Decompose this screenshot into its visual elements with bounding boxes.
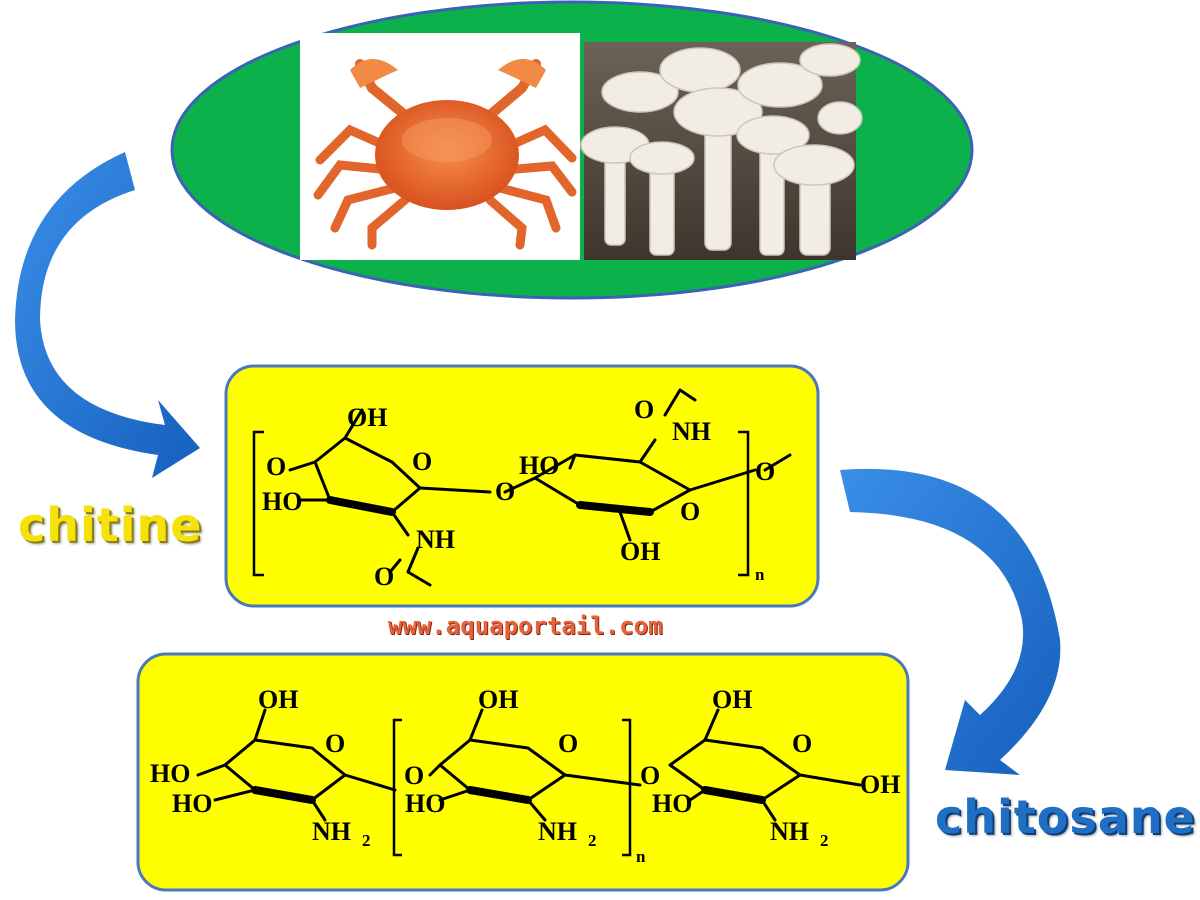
- svg-text:O: O: [495, 477, 515, 506]
- svg-text:O: O: [680, 497, 700, 526]
- crab-photo: [300, 33, 580, 260]
- svg-text:OH: OH: [712, 685, 752, 714]
- svg-text:O: O: [374, 562, 394, 591]
- svg-text:HO: HO: [172, 789, 212, 818]
- arrow-to-chitosan: [840, 468, 1061, 775]
- chitosan-structure: OH O HO HO NH 2 O OH O HO NH 2 n O OH O …: [150, 685, 900, 866]
- chitin-structure: OH O HO O NH O O HO O NH O OH O n: [252, 388, 792, 591]
- chitosane-label: chitosane: [935, 790, 1196, 844]
- chitine-label: chitine: [18, 498, 203, 552]
- source-url: www.aquaportail.com: [388, 612, 663, 640]
- svg-text:OH: OH: [860, 770, 900, 799]
- svg-text:HO: HO: [150, 759, 190, 788]
- svg-text:OH: OH: [347, 403, 387, 432]
- svg-text:HO: HO: [262, 487, 302, 516]
- svg-text:n: n: [755, 565, 765, 584]
- svg-text:2: 2: [588, 831, 597, 850]
- svg-text:O: O: [755, 457, 775, 486]
- svg-text:O: O: [404, 761, 424, 790]
- svg-text:HO: HO: [652, 789, 692, 818]
- svg-text:O: O: [792, 729, 812, 758]
- arrow-to-chitin: [15, 152, 200, 478]
- svg-text:NH: NH: [538, 817, 577, 846]
- svg-text:2: 2: [362, 831, 371, 850]
- svg-text:NH: NH: [672, 417, 711, 446]
- svg-text:NH: NH: [770, 817, 809, 846]
- svg-text:HO: HO: [519, 451, 559, 480]
- svg-text:O: O: [634, 395, 654, 424]
- chitin-box: [224, 364, 820, 608]
- svg-text:OH: OH: [620, 537, 660, 566]
- svg-text:2: 2: [820, 831, 829, 850]
- svg-text:OH: OH: [258, 685, 298, 714]
- chitosan-box: [136, 652, 910, 892]
- svg-text:O: O: [325, 729, 345, 758]
- svg-text:O: O: [266, 452, 286, 481]
- svg-text:NH: NH: [312, 817, 351, 846]
- svg-text:O: O: [640, 761, 660, 790]
- svg-text:O: O: [558, 729, 578, 758]
- mushroom-photo: [580, 42, 863, 260]
- svg-text:OH: OH: [478, 685, 518, 714]
- svg-text:n: n: [636, 847, 646, 866]
- svg-text:HO: HO: [405, 789, 445, 818]
- svg-text:O: O: [412, 447, 432, 476]
- svg-text:NH: NH: [416, 525, 455, 554]
